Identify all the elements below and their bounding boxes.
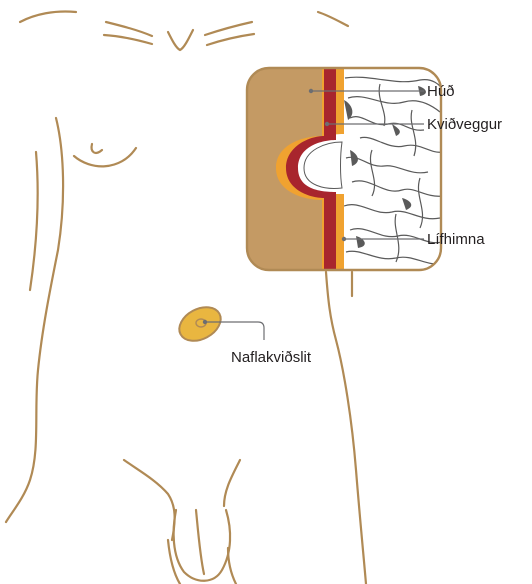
label-skin: Húð xyxy=(427,83,455,100)
left-clavicle-lower xyxy=(104,35,152,44)
left-shoulder-line xyxy=(20,11,76,22)
left-inner-arm xyxy=(30,152,38,290)
left-groin-line xyxy=(124,460,175,540)
label-peritoneum: Lífhimna xyxy=(427,231,485,248)
nipple xyxy=(92,144,102,153)
right-groin-line xyxy=(224,460,240,506)
right-torso-contour xyxy=(326,272,366,584)
left-torso-contour xyxy=(6,118,63,522)
genitals-outline xyxy=(174,510,230,581)
cross-section-inset xyxy=(247,60,444,280)
right-clavicle xyxy=(205,22,252,35)
pectoral-line xyxy=(74,148,136,166)
label-hernia: Naflakviðslit xyxy=(231,349,312,366)
right-clavicle-lower xyxy=(207,34,254,45)
sternal-notch xyxy=(168,30,193,50)
genitals-midline xyxy=(196,510,204,574)
right-shoulder-line xyxy=(318,12,348,26)
right-thigh xyxy=(228,548,236,584)
label-abdominal-wall: Kviðveggur xyxy=(427,116,502,133)
left-clavicle xyxy=(106,22,152,36)
umbilical-hernia xyxy=(174,300,227,347)
hernia-bulge xyxy=(174,300,227,347)
